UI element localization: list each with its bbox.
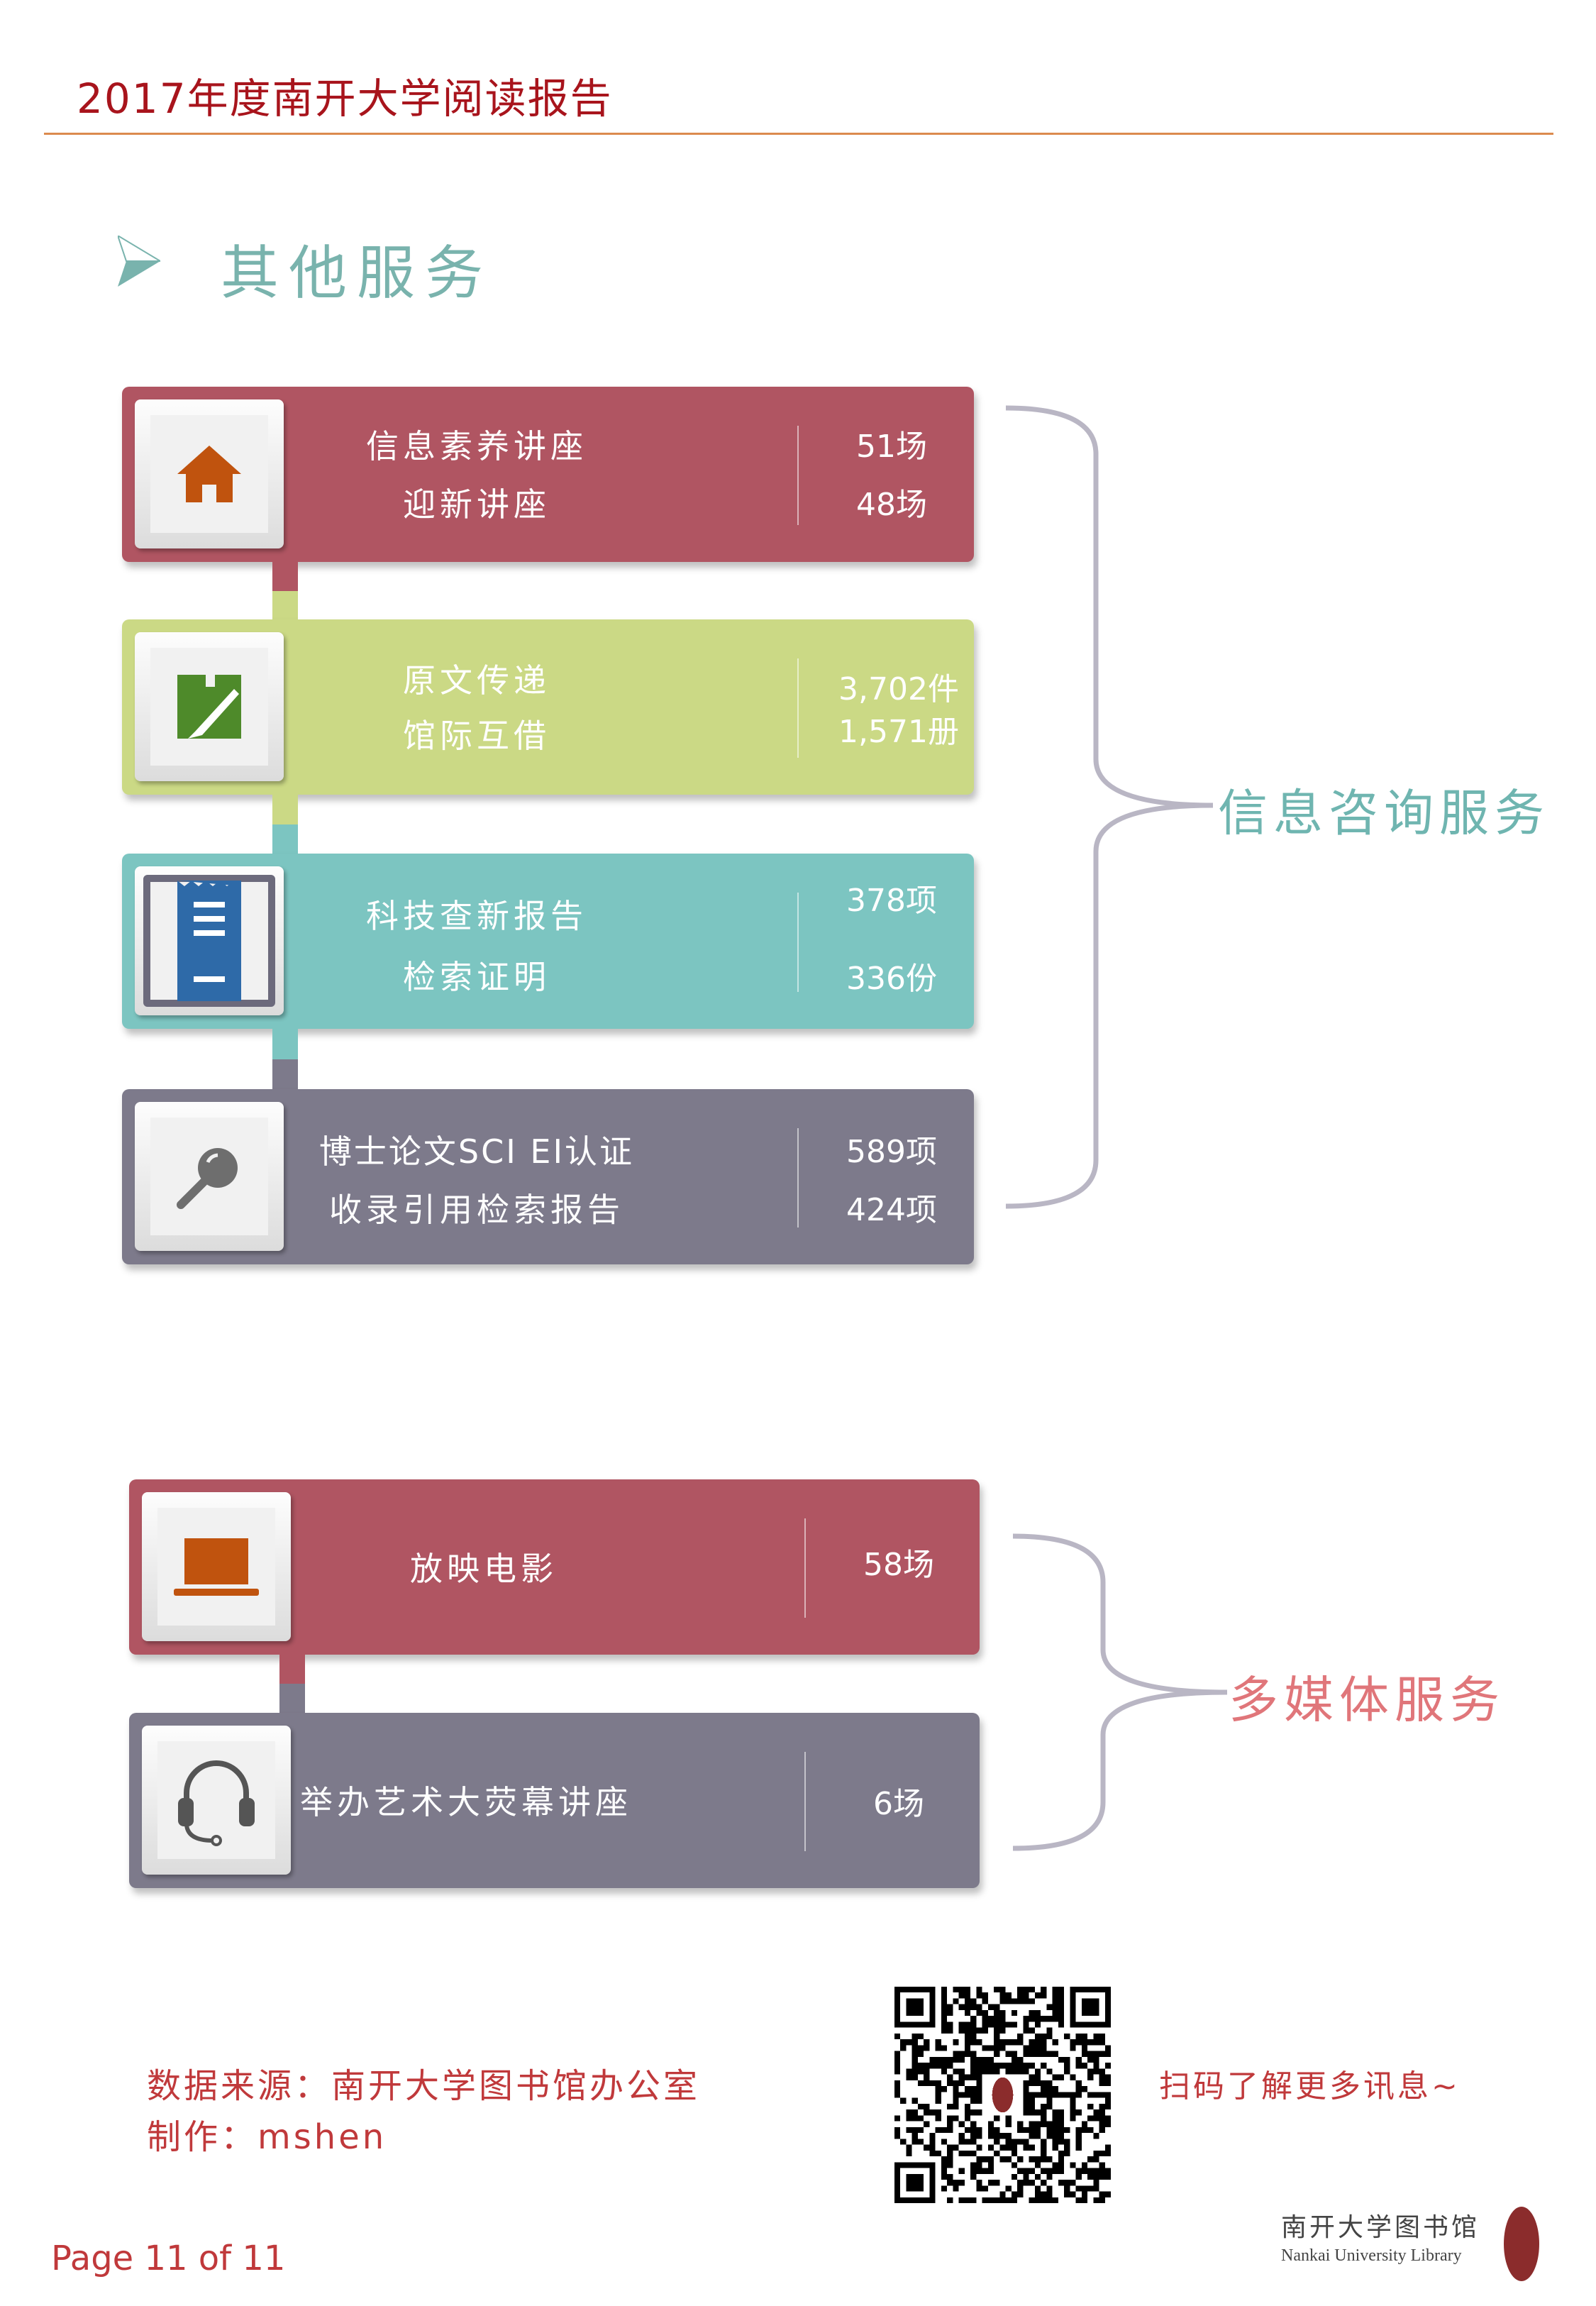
seal-icon: [1504, 2207, 1539, 2281]
service-card-movie: 放映电影 58场: [129, 1479, 980, 1655]
service-count: 589项: [846, 1134, 937, 1170]
data-source: 数据来源：南开大学图书馆办公室: [147, 2066, 701, 2106]
connector: [272, 1059, 298, 1090]
logo-text-en: Nankai University Library: [1281, 2246, 1462, 2265]
connector: [272, 1029, 298, 1059]
service-label: 原文传递: [403, 661, 550, 700]
service-count: 3,702件: [838, 671, 959, 707]
connector: [272, 824, 298, 854]
qr-code[interactable]: [894, 1987, 1111, 2203]
service-label: 博士论文SCI EI认证: [318, 1132, 635, 1171]
service-label: 举办艺术大荧幕讲座: [300, 1783, 632, 1821]
connector: [272, 562, 298, 591]
receipt-icon: [177, 881, 241, 1001]
group-label-info-consulting: 信息咨询服务: [1218, 784, 1550, 842]
connector: [279, 1654, 305, 1684]
arrow-right-icon: [118, 236, 160, 287]
service-label: 迎新讲座: [403, 485, 550, 524]
divider: [797, 893, 799, 992]
library-logo: 南开大学图书馆 Nankai University Library: [1277, 2207, 1553, 2285]
service-card-document-delivery: 原文传递 馆际互借 3,702件 1,571册: [122, 619, 974, 795]
brace-icon: [1005, 405, 1214, 1209]
service-label: 信息素养讲座: [366, 427, 587, 465]
home-icon: [177, 446, 241, 502]
divider: [804, 1752, 806, 1851]
headset-icon: [178, 1760, 255, 1846]
report-title: 2017年度南开大学阅读报告: [77, 75, 613, 123]
brace-icon: [1012, 1533, 1228, 1851]
divider: [797, 658, 799, 758]
service-label: 检索证明: [403, 958, 550, 996]
service-count: 378项: [846, 883, 937, 919]
section-title: 其他服务: [221, 240, 494, 307]
service-card-novelty-search: 科技查新报告 检索证明 378项 336份: [122, 854, 974, 1029]
group-label-multimedia: 多媒体服务: [1229, 1671, 1505, 1729]
service-label: 放映电影: [410, 1550, 558, 1588]
service-count: 48场: [856, 487, 927, 523]
search-icon: [177, 1148, 238, 1209]
service-count: 6场: [873, 1786, 924, 1822]
divider: [804, 1518, 806, 1618]
connector: [272, 591, 298, 620]
service-label: 科技查新报告: [366, 897, 587, 935]
service-count: 1,571册: [838, 714, 959, 750]
qr-caption: 扫码了解更多讯息~: [1159, 2068, 1461, 2104]
connector: [279, 1684, 305, 1714]
edit-document-icon: [177, 675, 241, 739]
service-label: 馆际互借: [403, 717, 550, 755]
service-card-art-lecture: 举办艺术大荧幕讲座 6场: [129, 1713, 980, 1888]
service-count: 424项: [846, 1192, 937, 1228]
logo-text-cn: 南开大学图书馆: [1281, 2213, 1480, 2242]
service-label: 收录引用检索报告: [329, 1191, 624, 1229]
service-count: 51场: [856, 429, 927, 465]
service-count: 336份: [846, 961, 937, 997]
connector: [272, 795, 298, 824]
service-card-citation-report: 博士论文SCI EI认证 收录引用检索报告 589项 424项: [122, 1089, 974, 1264]
laptop-icon: [174, 1538, 259, 1596]
divider: [797, 426, 799, 525]
page-number: Page 11 of 11: [51, 2239, 286, 2278]
service-card-info-literacy: 信息素养讲座 迎新讲座 51场 48场: [122, 387, 974, 562]
author-credit: 制作：mshen: [147, 2117, 387, 2157]
divider: [797, 1128, 799, 1228]
service-count: 58场: [863, 1547, 934, 1583]
header-divider: [44, 133, 1553, 135]
